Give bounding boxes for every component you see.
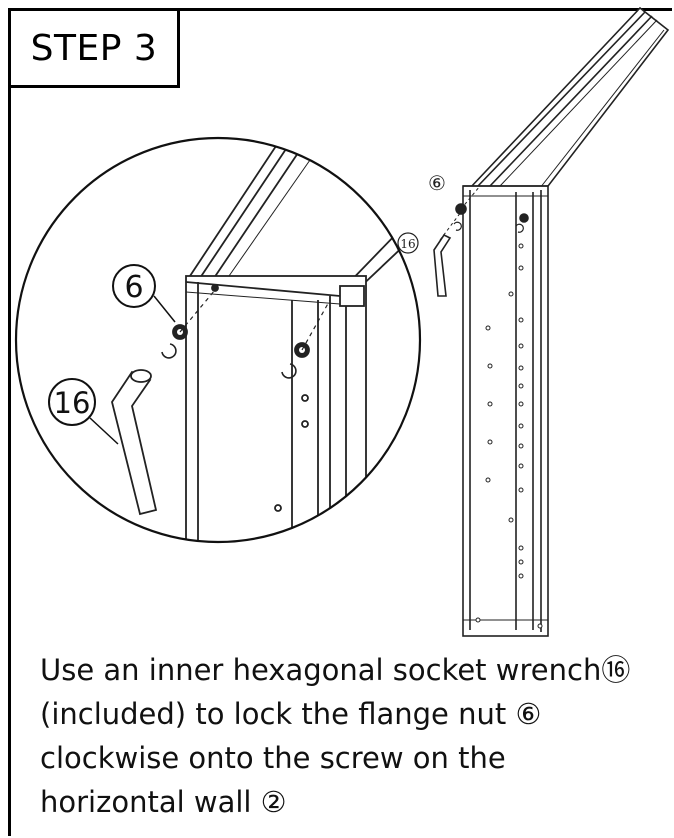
instruction-text: Use an inner hexagonal socket wrench⑯ (i… bbox=[40, 648, 670, 824]
detail-callout-nut: 6 bbox=[112, 264, 176, 323]
main-callout-nut: ⑥ bbox=[428, 171, 446, 195]
detail-callout-wrench: 16 bbox=[48, 378, 119, 445]
svg-text:16: 16 bbox=[54, 386, 91, 420]
detail-view: 6 16 bbox=[14, 136, 422, 544]
step-frame bbox=[8, 8, 672, 836]
step-header: STEP 3 bbox=[8, 8, 180, 88]
instruction-line-2: (included) to lock the flange nut ⑥ bbox=[40, 697, 542, 731]
post-holes bbox=[475, 243, 543, 629]
main-wrench bbox=[433, 233, 452, 297]
svg-text:6: 6 bbox=[124, 270, 143, 305]
detail-wrench bbox=[111, 370, 158, 516]
instruction-line-3: clockwise onto the screw on the bbox=[40, 741, 506, 775]
main-flange-nut-2 bbox=[519, 213, 529, 223]
step-title: STEP 3 bbox=[30, 27, 158, 69]
post-body bbox=[462, 185, 549, 637]
main-post-drawing bbox=[433, 6, 670, 637]
instruction-line-1: Use an inner hexagonal socket wrench⑯ bbox=[40, 653, 631, 687]
main-callout-wrench: 16 bbox=[397, 232, 419, 254]
instruction-line-4: horizontal wall ② bbox=[40, 785, 287, 819]
svg-text:16: 16 bbox=[400, 237, 415, 251]
